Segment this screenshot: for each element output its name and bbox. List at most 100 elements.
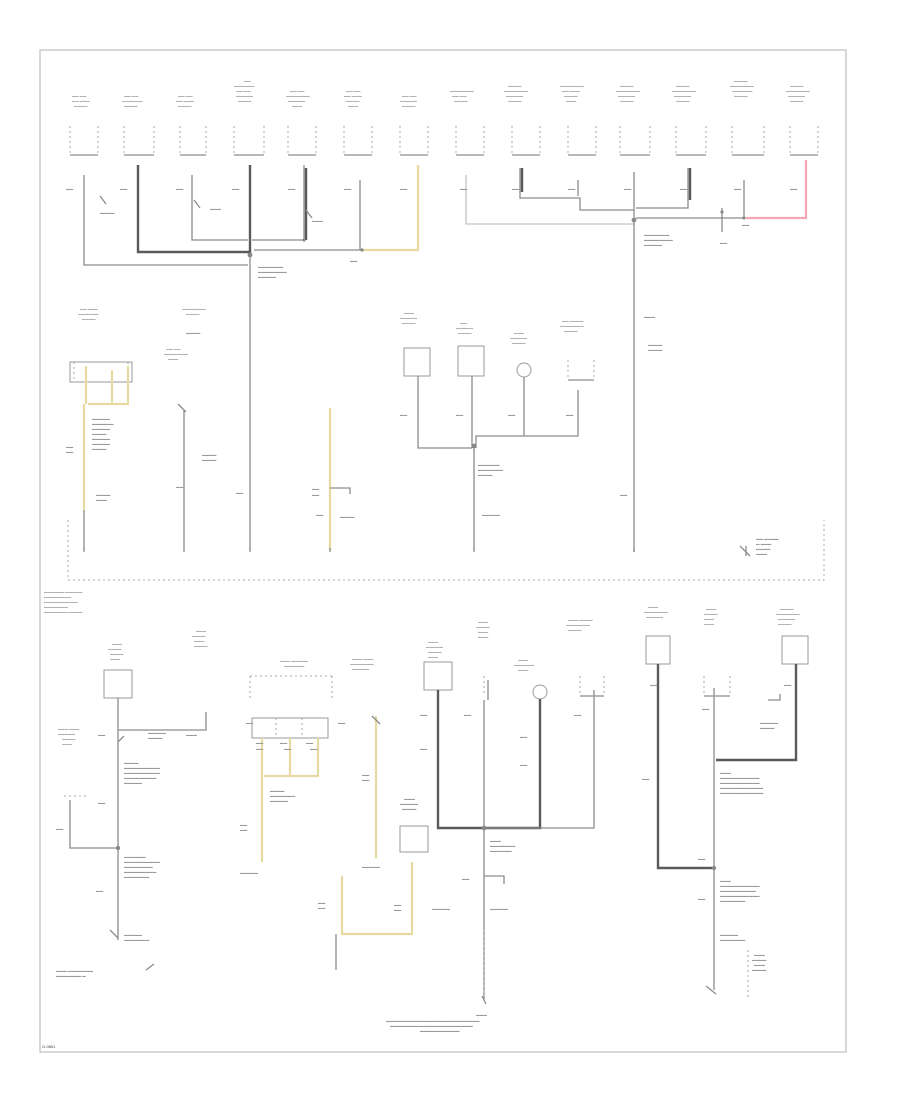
svg-text:▬▬ ▬▬▬: ▬▬ ▬▬▬ [72,99,91,103]
svg-text:▬▬▬▬: ▬▬▬▬ [478,473,493,477]
svg-text:▬▬: ▬▬ [66,450,74,454]
svg-text:▬▬▬▬▬▬▬: ▬▬▬▬▬▬▬ [44,605,68,609]
diagram-frame [39,49,847,1053]
svg-text:▬▬: ▬▬ [350,259,358,263]
svg-text:▬▬▬▬: ▬▬▬▬ [100,211,115,215]
svg-text:▬▬▬▬: ▬▬▬▬ [186,331,201,335]
svg-text:▬▬▬: ▬▬▬ [706,607,717,611]
svg-text:▬▬▬▬▬▬: ▬▬▬▬▬▬ [234,84,255,88]
top-wire-codes: ▬▬▬▬▬▬ ▬▬▬▬▬▬▬▬ ▬▬▬▬▬▬ ▬▬▬▬▬▬▬▬ ▬▬▬▬▬▬▬▬… [66,187,798,279]
svg-text:▬▬: ▬▬ [566,413,574,417]
svg-text:▬▬: ▬▬ [574,713,582,717]
svg-text:▬▬: ▬▬ [66,187,74,191]
svg-text:▬▬▬▬▬▬▬▬: ▬▬▬▬▬▬▬▬ [644,238,673,242]
svg-text:▬▬▬▬: ▬▬▬▬ [790,99,804,103]
svg-text:▬▬▬: ▬▬▬ [514,331,525,335]
svg-text:▬▬ ▬▬: ▬▬ ▬▬ [346,89,361,93]
svg-text:▬▬▬: ▬▬▬ [754,953,765,957]
svg-text:▬▬: ▬▬ [246,721,254,725]
svg-text:▬▬▬▬▬▬▬▬▬▬: ▬▬▬▬▬▬▬▬▬▬ [124,771,160,775]
svg-text:▬▬▬▬: ▬▬▬▬ [620,84,634,88]
svg-text:▬▬ ▬▬▬: ▬▬ ▬▬▬ [344,94,363,98]
svg-text:▬▬▬: ▬▬▬ [186,733,197,737]
svg-text:▬▬▬▬▬▬▬▬▬▬▬▬▬▬▬▬▬▬▬▬▬▬▬▬▬▬: ▬▬▬▬▬▬▬▬▬▬▬▬▬▬▬▬▬▬▬▬▬▬▬▬▬▬ [386,1019,480,1023]
svg-text:▬▬: ▬▬ [568,187,576,191]
svg-text:▬▬ ▬▬▬▬: ▬▬ ▬▬▬▬ [562,319,584,323]
svg-text:▬▬▬▬: ▬▬▬▬ [346,99,360,103]
svg-text:▬▬▬▬: ▬▬▬▬ [96,493,111,497]
svg-text:▬▬: ▬▬ [236,491,244,495]
top-left-ground-branch [83,165,420,550]
svg-text:▬▬▬▬: ▬▬▬▬ [564,94,578,98]
svg-text:▬▬▬▬▬▬▬: ▬▬▬▬▬▬▬ [124,875,150,879]
svg-text:▬▬▬▬: ▬▬▬▬ [676,84,690,88]
svg-text:▬▬: ▬▬ [312,487,320,491]
svg-text:▬▬▬▬▬: ▬▬▬▬▬ [258,275,276,279]
svg-text:▬▬: ▬▬ [280,741,288,745]
svg-text:▬▬▬▬: ▬▬▬▬ [752,958,767,962]
svg-text:▬▬▬▬▬: ▬▬▬▬▬ [288,99,306,103]
svg-text:▬▬ ▬▬▬▬: ▬▬ ▬▬▬▬ [756,537,779,541]
svg-text:▬▬: ▬▬ [462,877,470,881]
svg-text:▬▬: ▬▬ [56,827,64,831]
svg-text:▬▬ ▬▬: ▬▬ ▬▬ [124,94,139,98]
svg-text:▬▬: ▬▬ [240,823,248,827]
svg-text:▬▬: ▬▬ [306,741,314,745]
svg-text:▬▬▬ ▬▬▬▬▬▬▬: ▬▬▬ ▬▬▬▬▬▬▬ [56,969,93,973]
svg-text:▬▬: ▬▬ [720,241,728,245]
ground-terminals-row [83,548,635,552]
svg-text:▬▬▬▬▬: ▬▬▬▬▬ [240,871,258,875]
svg-text:▬▬▬▬▬▬▬▬▬▬: ▬▬▬▬▬▬▬▬▬▬ [124,766,160,770]
svg-text:▬▬▬▬: ▬▬▬▬ [402,104,416,108]
svg-text:▬▬▬▬▬: ▬▬▬▬▬ [124,933,142,937]
svg-text:▬▬▬▬▬▬▬: ▬▬▬▬▬▬▬ [566,623,590,627]
svg-text:▬▬▬▬▬▬: ▬▬▬▬▬▬ [122,99,143,103]
svg-text:▬▬▬▬▬▬▬: ▬▬▬▬▬▬▬ [644,233,670,237]
svg-text:▬▬▬▬▬: ▬▬▬▬▬ [92,442,110,446]
svg-text:▬▬▬▬: ▬▬▬▬ [454,99,468,103]
svg-text:▬▬: ▬▬ [232,187,240,191]
svg-text:▬▬▬▬: ▬▬▬▬ [752,968,767,972]
svg-text:▬▬▬: ▬▬▬ [112,642,123,646]
svg-text:▬▬: ▬▬ [790,187,798,191]
bottom-center-left-components: ▬▬▬ ▬▬▬▬▬▬▬▬▬▬▬ ▬▬▬ ▬▬▬▬▬▬▬▬▬▬▬▬▬▬▬ ▬▬▬▬… [240,657,429,970]
svg-text:▬▬▬▬▬▬▬▬: ▬▬▬▬▬▬▬▬ [124,865,153,869]
svg-text:▬▬▬: ▬▬▬ [478,635,489,639]
middle-center-components: ▬▬▬▬▬▬▬▬▬▬ ▬▬▬▬▬▬▬▬▬▬▬▬ ▬▬▬▬▬▬▬▬▬▬▬ ▬▬▬▬… [312,311,595,550]
svg-text:▬▬▬▬▬▬▬: ▬▬▬▬▬▬▬ [286,94,310,98]
svg-text:▬▬▬▬▬: ▬▬▬▬▬ [490,907,508,911]
svg-text:▬▬: ▬▬ [318,901,326,905]
svg-text:▬▬▬▬▬▬▬▬▬▬▬: ▬▬▬▬▬▬▬▬▬▬▬ [420,1029,460,1033]
svg-text:▬▬▬: ▬▬▬ [478,630,489,634]
top-right-ground-branch [465,160,808,552]
svg-text:▬▬▬▬: ▬▬▬▬ [676,99,690,103]
svg-text:▬▬▬▬▬▬▬: ▬▬▬▬▬▬▬ [776,612,800,616]
svg-text:▬▬: ▬▬ [642,777,650,781]
svg-text:▬▬▬: ▬▬▬ [62,742,73,746]
svg-text:▬▬: ▬▬ [702,707,710,711]
svg-text:▬▬▬ ▬▬▬▬: ▬▬▬ ▬▬▬▬ [568,618,593,622]
svg-text:▬▬▬▬: ▬▬▬▬ [82,317,96,321]
svg-text:▬▬▬▬▬▬▬: ▬▬▬▬▬▬▬ [258,265,284,269]
svg-text:▬▬▬▬▬▬▬: ▬▬▬▬▬▬▬ [270,794,296,798]
svg-text:▬ ▬▬▬: ▬ ▬▬▬ [756,542,772,546]
svg-text:▬▬▬▬▬▬▬▬▬▬: ▬▬▬▬▬▬▬▬▬▬ [44,600,79,604]
svg-text:▬▬▬▬: ▬▬▬▬ [92,432,107,436]
svg-text:▬▬: ▬▬ [98,801,106,805]
middle-right-components: ▬▬▬▬▬▬▬▬▬▬▬ ▬▬ ▬▬ ▬▬▬▬▬ ▬▬▬▬▬▬▬▬▬▬ [620,315,779,557]
svg-text:▬▬: ▬▬ [240,828,248,832]
svg-text:▬▬ ▬▬: ▬▬ ▬▬ [236,89,251,93]
svg-text:▬▬: ▬▬ [420,747,428,751]
svg-text:▬▬▬: ▬▬▬ [566,99,577,103]
svg-text:▬▬: ▬▬ [318,906,326,910]
svg-text:▬▬▬▬▬: ▬▬▬▬▬ [92,427,110,431]
svg-text:▬▬: ▬▬ [508,413,516,417]
svg-text:▬▬: ▬▬ [680,187,688,191]
svg-text:▬▬▬▬▬▬▬▬: ▬▬▬▬▬▬▬▬ [44,595,72,599]
svg-text:▬▬▬▬▬▬: ▬▬▬▬▬▬ [478,463,500,467]
svg-text:▬▬▬ ▬▬▬: ▬▬▬ ▬▬▬ [352,657,374,661]
svg-text:▬▬▬▬▬▬▬: ▬▬▬▬▬▬▬ [124,938,150,942]
svg-text:▬▬: ▬▬ [394,903,402,907]
svg-text:▬▬▬ ▬▬▬▬▬: ▬▬▬ ▬▬▬▬▬ [280,659,309,663]
